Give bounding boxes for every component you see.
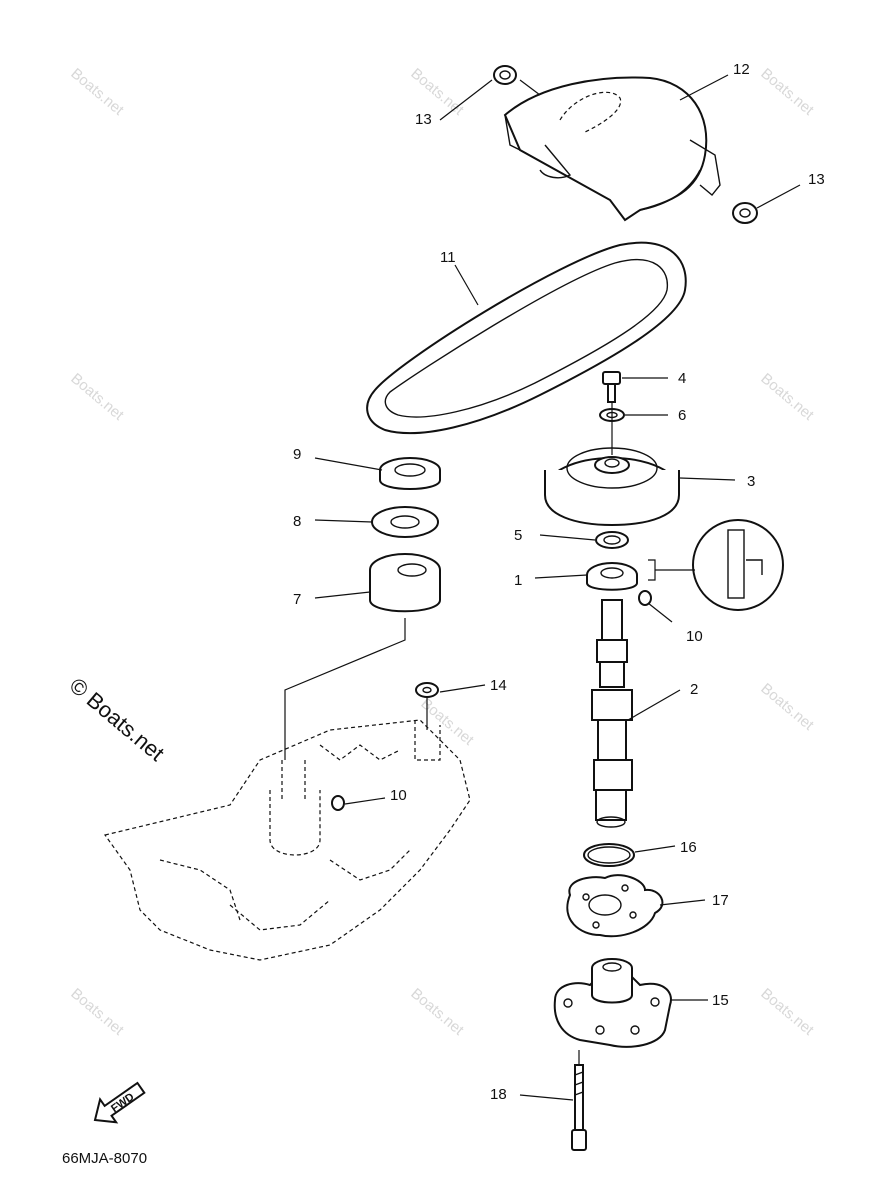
part-10-dowel-pin-lower[interactable] [331,795,345,811]
part-15-oil-pump[interactable] [553,958,672,1048]
callout-15: 15 [712,992,729,1009]
callout-13-left: 13 [415,111,432,128]
watermark: Boats.net [407,985,467,1039]
part-3-camshaft-pulley[interactable] [544,447,680,527]
callout-10-lower: 10 [390,787,407,804]
callout-14: 14 [490,677,507,694]
callout-17: 17 [712,892,729,909]
diagram-code: 66MJA-8070 [62,1150,147,1167]
callout-8: 8 [293,513,301,530]
watermark: Boats.net [757,680,817,734]
callout-6: 6 [678,407,686,424]
part-14-grommet[interactable] [415,682,439,698]
part-12-belt-cover[interactable] [503,76,721,222]
part-16-o-ring[interactable] [583,843,635,867]
part-7-drive-pulley[interactable] [369,553,441,613]
callout-18: 18 [490,1086,507,1103]
part-1-oil-seal[interactable] [586,562,638,591]
callouts: 1 2 3 4 5 6 7 8 9 10 10 11 12 13 13 14 1… [293,61,825,1103]
part-13-grommet-right[interactable] [732,202,758,224]
callout-2: 2 [690,681,698,698]
detail-inset [648,519,784,611]
watermark: Boats.net [757,65,817,119]
engine-block-outline [103,719,471,961]
watermark: Boats.net [757,370,817,424]
part-18-bolt[interactable] [571,1064,587,1151]
callout-10-upper: 10 [686,628,703,645]
part-5-washer[interactable] [595,531,629,549]
part-4-bolt[interactable] [602,371,621,403]
callout-4: 4 [678,370,686,387]
watermark: Boats.net [67,985,127,1039]
callout-9: 9 [293,446,301,463]
callout-13-right: 13 [808,171,825,188]
part-13-grommet-top[interactable] [493,65,517,85]
callout-11: 11 [440,249,456,266]
watermark-large: © Boats.net [65,673,169,766]
callout-7: 7 [293,591,301,608]
watermark: Boats.net [67,65,127,119]
part-2-camshaft[interactable] [591,599,633,828]
part-8-plate[interactable] [371,506,439,538]
callout-12: 12 [733,61,750,78]
callout-3: 3 [747,473,755,490]
leader-lines [284,74,801,1101]
part-11-timing-belt[interactable] [366,241,687,435]
watermark: Boats.net [67,370,127,424]
part-9-oil-seal[interactable] [379,457,441,490]
part-10-dowel-pin-upper[interactable] [638,590,652,606]
part-17-gasket[interactable] [566,874,664,938]
watermark: Boats.net [757,985,817,1039]
callout-5: 5 [514,527,522,544]
callout-1: 1 [514,572,522,589]
callout-16: 16 [680,839,697,856]
fwd-arrow-icon: FWD [93,1081,146,1124]
